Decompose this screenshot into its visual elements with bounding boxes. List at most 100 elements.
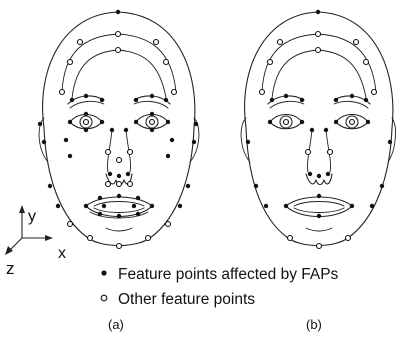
face-a-fap-feature-point <box>134 120 138 124</box>
legend-open-label: Other feature points <box>118 291 255 308</box>
face-b-fap-feature-point <box>364 98 368 102</box>
face-a-fap-feature-point <box>38 122 42 126</box>
face-b-other-feature-point <box>317 244 322 249</box>
face-a <box>39 12 199 246</box>
legend-filled-label: Feature points affected by FAPs <box>118 266 339 283</box>
face-a-fap-feature-point <box>117 194 121 198</box>
head-outline <box>245 12 393 246</box>
legend: Feature points affected by FAPs Other fe… <box>101 266 338 308</box>
face-a-fap-feature-point <box>132 204 136 208</box>
face-a-other-feature-point <box>116 32 121 37</box>
face-a-fap-feature-point <box>84 94 88 98</box>
face-a-fap-feature-point <box>166 120 170 124</box>
mouth-inner-bottom <box>94 208 144 213</box>
face-a-fap-feature-point <box>108 172 112 176</box>
y-axis-arrowhead <box>19 205 25 213</box>
face-b-fap-feature-point <box>317 214 321 218</box>
face-a-fap-feature-point <box>150 94 154 98</box>
face-a-other-feature-point <box>128 150 133 155</box>
face-b-other-feature-point <box>328 150 333 155</box>
face-a-other-feature-point <box>68 60 73 65</box>
panel-label-a: (a) <box>108 317 124 332</box>
face-a-fap-feature-point <box>126 172 130 176</box>
face-b-fap-feature-point <box>326 172 330 176</box>
face-a-fap-feature-point <box>117 214 121 218</box>
face-b-other-feature-point <box>316 32 321 37</box>
face-b-fap-feature-point <box>246 140 250 144</box>
face-a-fap-feature-point <box>100 98 104 102</box>
axis-label-x: x <box>58 245 66 262</box>
face-b-fap-feature-point <box>388 140 392 144</box>
face-a-fap-feature-point <box>98 196 102 200</box>
face-b-other-feature-point <box>316 48 321 53</box>
face-b-fap-feature-point <box>284 94 288 98</box>
face-a-fap-feature-point <box>170 138 174 142</box>
face-a-fap-feature-point <box>48 184 52 188</box>
axis-label-y: y <box>28 208 36 225</box>
face-b-fap-feature-point <box>317 174 321 178</box>
face-a-fap-feature-point <box>166 154 170 158</box>
face-b-fap-feature-point <box>300 98 304 102</box>
mouth-outer <box>286 197 352 217</box>
face-b-other-feature-point <box>288 236 293 241</box>
face-b-fap-feature-point <box>300 120 304 124</box>
face-a-fap-feature-point <box>124 128 128 132</box>
hairline-curve-inner <box>72 50 166 98</box>
eyebrow-left-under <box>70 101 104 108</box>
face-a-other-feature-point <box>68 222 73 227</box>
face-a-fap-feature-point <box>84 112 88 116</box>
chin-line <box>306 228 332 231</box>
face-a-fap-feature-point <box>102 204 106 208</box>
face-a-fap-feature-point <box>98 212 102 216</box>
mouth-inner-top <box>294 202 344 207</box>
face-a-fap-feature-point <box>178 204 182 208</box>
face-a-fap-feature-point <box>84 128 88 132</box>
face-a-other-feature-point <box>117 244 122 249</box>
face-a-other-feature-point <box>116 48 121 53</box>
face-b-other-feature-point <box>350 120 355 125</box>
face-a-other-feature-point <box>60 90 65 95</box>
face-b-fap-feature-point <box>324 128 328 132</box>
face-a-fap-feature-point <box>192 140 196 144</box>
face-b-fap-feature-point <box>334 98 338 102</box>
face-a-other-feature-point <box>166 222 171 227</box>
panel-label-b: (b) <box>306 317 322 332</box>
face-a-fap-feature-point <box>68 154 72 158</box>
x-axis-arrowhead <box>45 235 53 241</box>
face-a-fap-feature-point <box>110 128 114 132</box>
eyebrow-right-under <box>134 101 168 108</box>
face-b-fap-feature-point <box>334 120 338 124</box>
face-a-fap-feature-point <box>84 204 88 208</box>
face-a-fap-feature-point <box>150 204 154 208</box>
legend-open-marker <box>101 295 107 301</box>
face-b-other-feature-point <box>372 90 377 95</box>
face-b-other-feature-point <box>354 40 359 45</box>
face-a-fap-feature-point <box>136 212 140 216</box>
face-a-other-feature-point <box>117 158 122 163</box>
axis-label-z: z <box>6 259 15 278</box>
face-b-other-feature-point <box>284 120 289 125</box>
z-axis-arrowhead <box>5 246 13 255</box>
face-b-fap-feature-point <box>350 94 354 98</box>
face-a-fap-feature-point <box>100 120 104 124</box>
eyebrow-left-under <box>270 101 304 108</box>
face-b-fap-feature-point <box>268 120 272 124</box>
face-b-other-feature-point <box>346 236 351 241</box>
face-b-fap-feature-point <box>317 194 321 198</box>
face-a-fap-feature-point <box>42 140 46 144</box>
face-a-fap-feature-point <box>70 98 74 102</box>
face-a-fap-feature-point <box>64 138 68 142</box>
head-outline <box>43 12 195 246</box>
face-a-other-feature-point <box>150 120 155 125</box>
face-b-other-feature-point <box>260 90 265 95</box>
eyebrow-right-under <box>334 101 368 108</box>
face-a-fap-feature-point <box>136 196 140 200</box>
face-a-fap-feature-point <box>164 98 168 102</box>
face-b-other-feature-point <box>306 150 311 155</box>
face-b-fap-feature-point <box>350 204 354 208</box>
mouth-inner-top <box>94 202 144 207</box>
face-a-fap-feature-point <box>186 184 190 188</box>
face-a-other-feature-point <box>88 236 93 241</box>
